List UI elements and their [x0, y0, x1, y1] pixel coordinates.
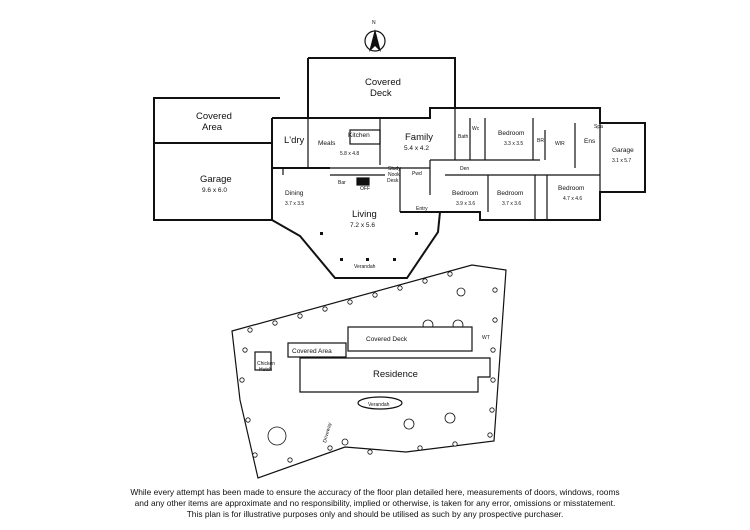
- spa-label: Spa: [594, 124, 603, 130]
- site-trees: [267, 287, 466, 446]
- dining-dim: 3.7 x 3.5: [285, 201, 304, 207]
- wir-label: WIR: [555, 141, 565, 147]
- site-driveway: Driveway: [322, 422, 333, 444]
- off-label: OFF: [360, 186, 370, 192]
- disclaimer-line-2: and any other items are approximate and …: [134, 498, 616, 508]
- site-covered-area: Covered Area: [292, 348, 332, 355]
- br-label: BR: [537, 138, 544, 144]
- family-label: Family: [405, 132, 433, 143]
- covered-deck-label: Covered: [365, 77, 401, 88]
- garage-small-label: Garage: [612, 147, 634, 154]
- covered-area-label-2: Area: [202, 122, 223, 133]
- floor-plan-drawing: N: [153, 20, 646, 479]
- kitchen-label: Kitchen: [348, 132, 370, 139]
- disclaimer: While every attempt has been made to ens…: [0, 487, 750, 520]
- desk-label: Desk: [387, 178, 399, 184]
- site-chicken: Chicken: [257, 361, 275, 367]
- site-covered-deck: Covered Deck: [366, 336, 408, 343]
- bar-label: Bar: [338, 180, 346, 186]
- site-boundary: [231, 264, 507, 479]
- garage-dim: 9.6 x 6.0: [202, 187, 227, 194]
- entry-label: Entry: [416, 206, 428, 212]
- nook-label: Nook: [388, 172, 400, 178]
- pwd-label: Pwd: [412, 171, 422, 177]
- interior-walls: [282, 108, 601, 220]
- covered-deck-label-2: Deck: [370, 88, 392, 99]
- house-walls: [153, 57, 646, 279]
- bath-label: Bath: [458, 134, 469, 140]
- site-boundary-dots: [239, 271, 498, 463]
- site-wt: WT: [482, 335, 490, 341]
- living-dim: 7.2 x 5.6: [350, 222, 375, 229]
- living-label: Living: [352, 209, 377, 220]
- covered-area-label: Covered: [196, 111, 232, 122]
- site-residence: Residence: [373, 369, 418, 380]
- site-structures: [254, 326, 491, 410]
- study-label: Study: [388, 166, 401, 172]
- bedroom-c-dim: 4.7 x 4.6: [563, 196, 582, 202]
- den-label: Den: [460, 166, 469, 172]
- wc-label: Wc: [472, 126, 480, 132]
- bedroom-2-label: Bedroom: [498, 130, 524, 137]
- meals-label: Meals: [318, 140, 336, 147]
- site-hutch: Hutch: [259, 367, 272, 373]
- bedroom-a-label: Bedroom: [452, 190, 478, 197]
- disclaimer-line-3: This plan is for illustrative purposes o…: [186, 509, 564, 519]
- disclaimer-line-1: While every attempt has been made to ens…: [130, 487, 620, 497]
- bedroom-2-dim: 3.3 x 3.5: [504, 141, 523, 147]
- ensuite-label: Ens: [584, 138, 596, 145]
- north-arrow: N: [364, 20, 386, 52]
- laundry-label: L'dry: [284, 135, 305, 146]
- garage-label: Garage: [200, 174, 232, 185]
- verandah-label: Verandah: [354, 264, 376, 270]
- bedroom-b-label: Bedroom: [497, 190, 523, 197]
- bedroom-b-dim: 3.7 x 3.6: [502, 201, 521, 207]
- family-dim: 5.4 x 4.2: [404, 145, 429, 152]
- north-label: N: [372, 20, 376, 26]
- bedroom-c-label: Bedroom: [558, 185, 584, 192]
- dining-label: Dining: [285, 190, 304, 197]
- garage-small-dim: 3.1 x 5.7: [612, 158, 631, 164]
- site-verandah: Verandah: [368, 402, 390, 408]
- bedroom-a-dim: 3.9 x 3.6: [456, 201, 475, 207]
- verandah-posts: [320, 232, 418, 261]
- meals-dim: 5.8 x 4.8: [340, 151, 359, 157]
